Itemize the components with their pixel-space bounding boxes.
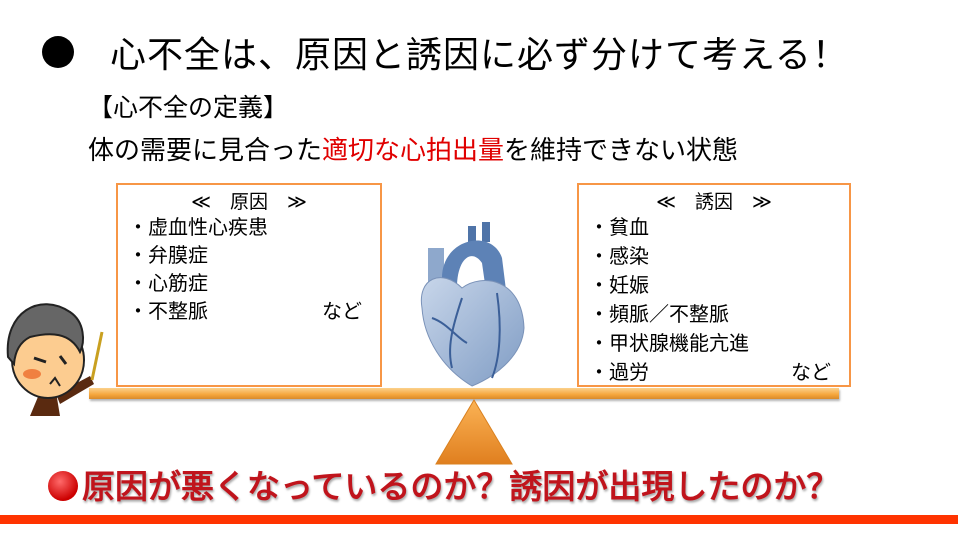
definition-before: 体の需要に見合った [88,136,323,166]
trigger-item: ・甲状腺機能亢進 [589,331,749,355]
cause-item: ・虚血性心疾患 [128,215,268,239]
fulcrum-triangle-icon [434,398,514,470]
red-bullet-icon [48,471,78,501]
trigger-item: ・貧血 [589,215,649,239]
bottom-question: 原因が悪くなっているのか？誘因が出現したのか？ [48,460,839,508]
definition-highlight: 適切な心拍出量 [322,136,505,166]
triggers-etc: など [791,360,831,384]
definition-after: を維持できない状態 [504,136,739,166]
trigger-item-text: ・過労 [589,360,649,384]
trigger-item: ・感染 [589,244,649,268]
slide-title: 心不全は、原因と誘因に必ず分けて考える！ [110,35,849,76]
heart-illustration-icon [412,218,542,394]
bottom-question-text: 原因が悪くなっているのか？誘因が出現したのか？ [82,467,840,506]
balance-beam [89,388,839,399]
triggers-box: ≪ 誘因 ≫ ・貧血 ・感染 ・妊娠 ・頻脈／不整脈 ・甲状腺機能亢進 ・過労 な… [577,183,851,387]
definition-heading: 【心不全の定義】 [88,93,289,122]
triggers-heading: ≪ 誘因 ≫ [656,191,772,213]
bullet-icon [42,36,74,68]
definition-text: 体の需要に見合った適切な心拍出量を維持できない状態 [88,130,738,167]
causes-etc: など [322,299,362,323]
trigger-item: ・頻脈／不整脈 [589,302,729,326]
cause-item: ・弁膜症 [128,243,208,267]
cause-item: ・不整脈 など [118,297,380,325]
causes-heading: ≪ 原因 ≫ [191,191,307,213]
trigger-item: ・妊娠 [589,273,649,297]
causes-box: ≪ 原因 ≫ ・虚血性心疾患 ・弁膜症 ・心筋症 ・不整脈 など [116,183,382,387]
bottom-bar [0,515,958,524]
cause-item: ・心筋症 [128,271,208,295]
cause-item-text: ・不整脈 [128,299,208,323]
trigger-item: ・過労 など [579,358,849,387]
teacher-illustration-icon [0,292,110,421]
